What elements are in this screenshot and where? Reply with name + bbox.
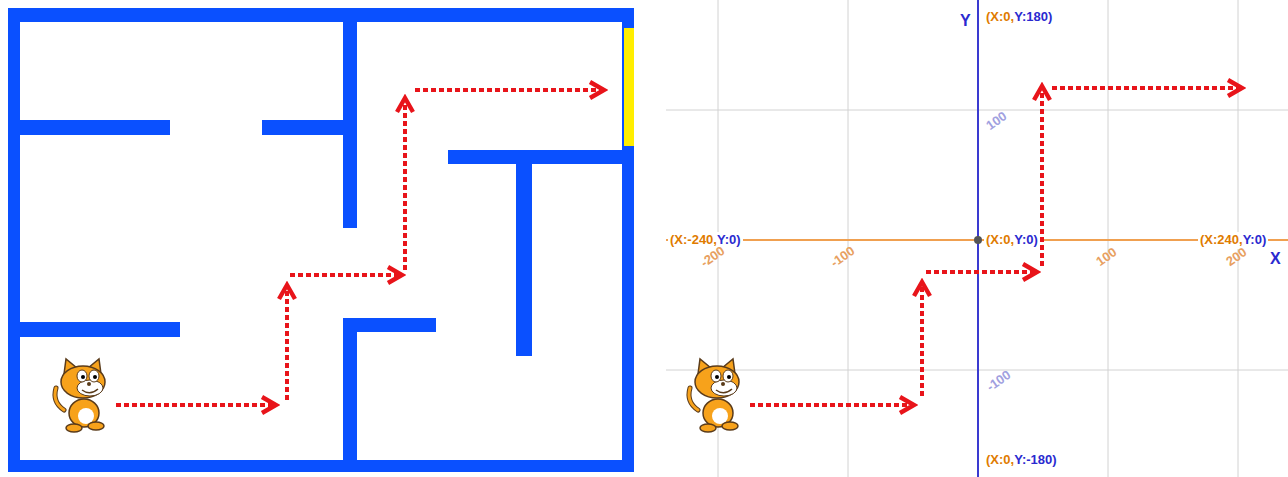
coordinate-label: (X:0,Y:180) xyxy=(984,9,1054,26)
tick-label: 100 xyxy=(984,109,1010,134)
cat-sprite xyxy=(55,359,105,432)
maze-walls xyxy=(8,8,634,472)
tick-label: -100 xyxy=(828,244,858,271)
cat-sprite xyxy=(689,359,739,432)
path-arrows xyxy=(750,86,1242,405)
coordinate-label: (X:0,Y:0) xyxy=(984,232,1040,249)
coordinate-label: (X:-240,Y:0) xyxy=(668,232,743,249)
coordinate-label: (X:0,Y:-180) xyxy=(984,452,1059,469)
grid-lines xyxy=(666,0,1288,477)
tick-label: 100 xyxy=(1094,245,1120,270)
axis-name: Y xyxy=(960,12,971,30)
tick-label: -100 xyxy=(984,368,1014,395)
origin-dot xyxy=(974,236,982,244)
path-arrows xyxy=(116,90,604,405)
goal-bar xyxy=(624,28,634,146)
coordinate-label: (X:240,Y:0) xyxy=(1198,232,1268,249)
axis-name: X xyxy=(1270,250,1281,268)
